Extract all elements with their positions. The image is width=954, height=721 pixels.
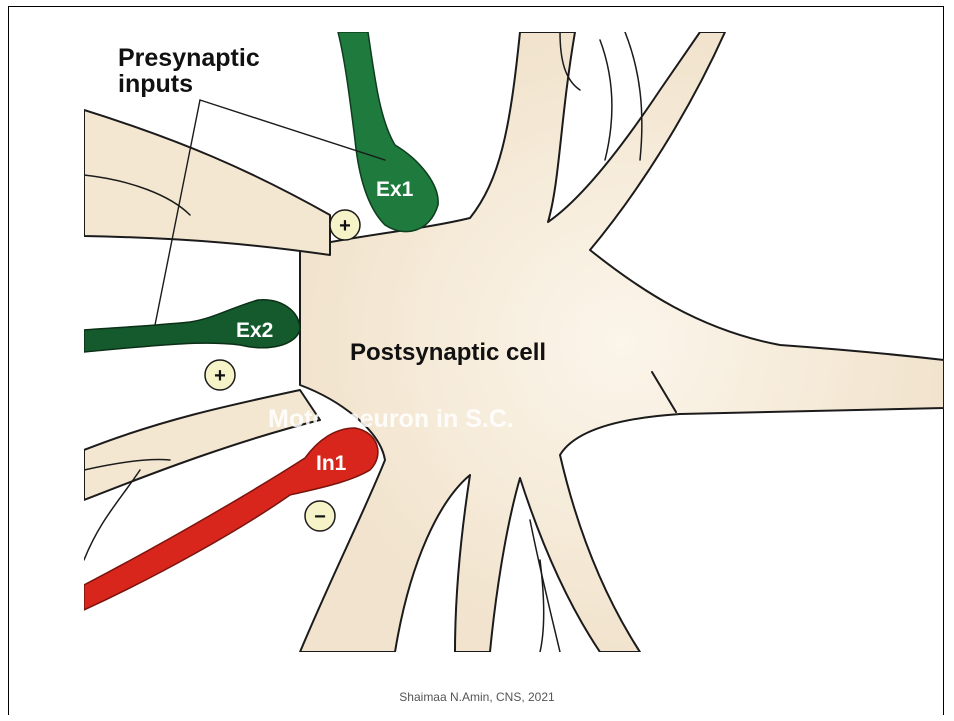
minus-sign: − bbox=[314, 506, 326, 528]
plus-sign-1: + bbox=[339, 215, 351, 237]
overlay-caption: Motor neuron in S.C. bbox=[268, 405, 514, 433]
terminal-ex1 bbox=[338, 32, 438, 232]
ex2-label: Ex2 bbox=[236, 319, 273, 342]
plus-sign-2: + bbox=[214, 365, 226, 387]
postsynaptic-label: Postsynaptic cell bbox=[350, 339, 546, 366]
ex1-label: Ex1 bbox=[376, 178, 414, 201]
presynaptic-label-line2: inputs bbox=[118, 70, 193, 98]
footer-credit: Shaimaa N.Amin, CNS, 2021 bbox=[0, 690, 954, 704]
in1-label: In1 bbox=[316, 452, 347, 475]
presynaptic-label-line1: Presynaptic bbox=[118, 44, 260, 72]
dendrite-upper-left bbox=[84, 110, 330, 255]
